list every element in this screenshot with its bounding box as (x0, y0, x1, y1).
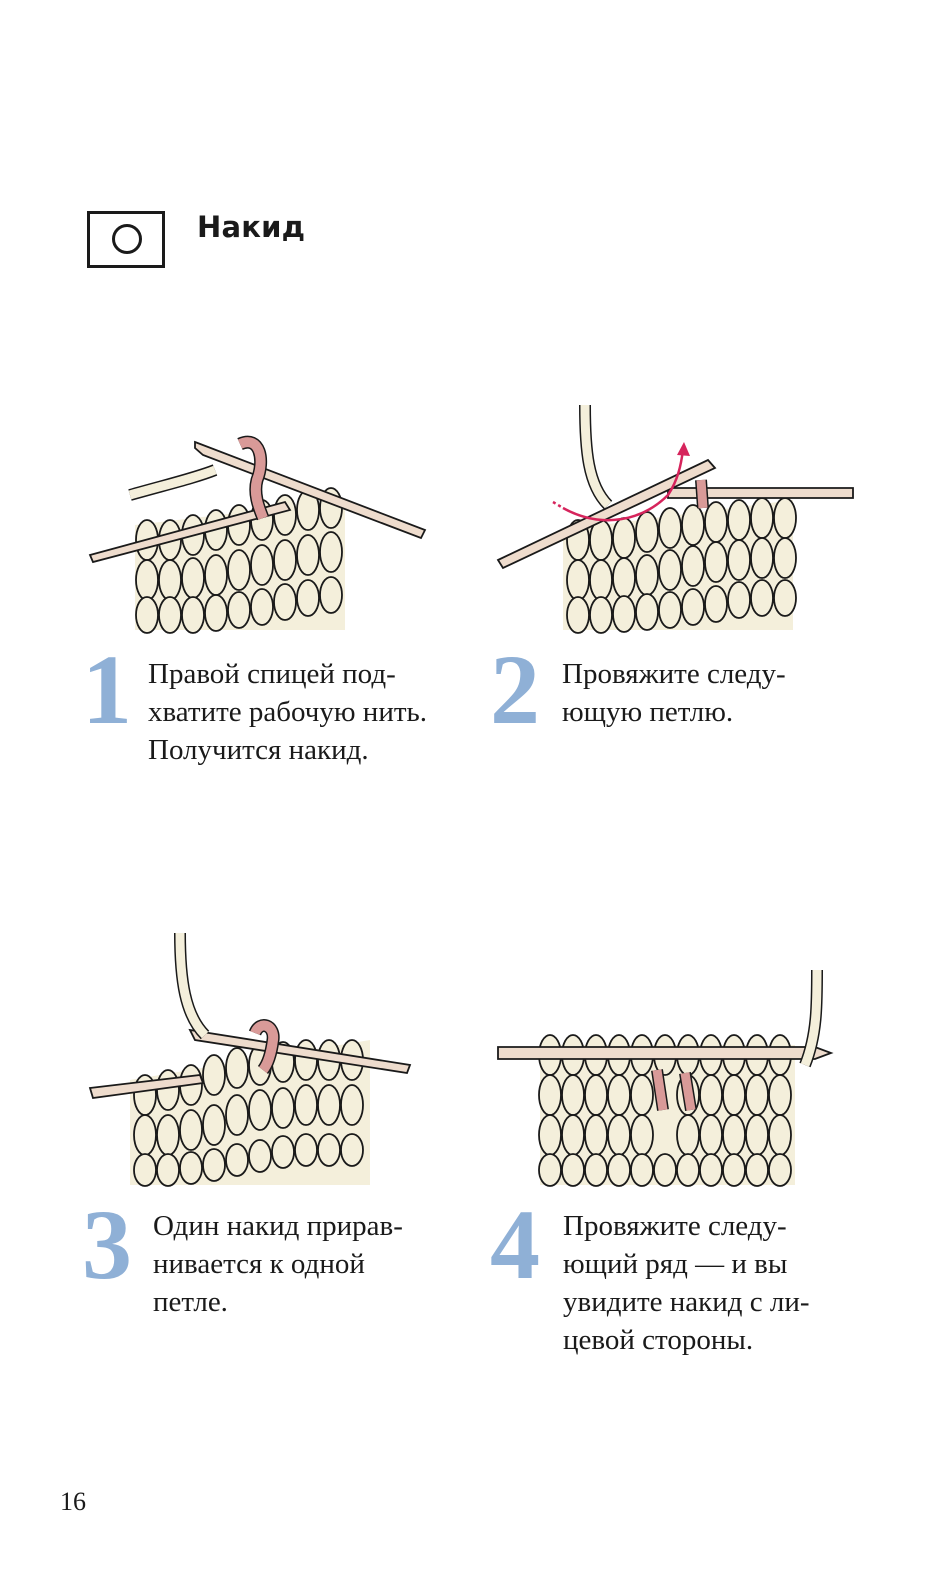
step-text-line: Провяжите следу- (563, 1210, 787, 1242)
step-2-illustration (496, 404, 854, 634)
step-text-line: увидите накид с ли- (563, 1286, 810, 1318)
yarn-over-symbol-icon (87, 211, 165, 268)
step-3-illustration (88, 932, 412, 1187)
page-number: 16 (60, 1487, 86, 1516)
step-4-text: Провяжите следу- ющий ряд — и вы увидите… (563, 1207, 810, 1359)
section-title: Накид (197, 210, 306, 244)
circle-icon (112, 224, 142, 254)
step-text-line: ющий ряд — и вы (563, 1248, 788, 1280)
step-number: 2 (490, 634, 540, 745)
step-1-text: Правой спицей под- хватите рабочую нить.… (148, 655, 427, 769)
step-text-line: Провяжите следу- (562, 658, 786, 690)
step-text-line: цевой стороны. (563, 1324, 754, 1356)
step-3-text: Один накид прирав- нивается к одной петл… (153, 1207, 403, 1321)
step-text-line: Правой спицей под- (148, 658, 396, 690)
step-text-line: ющую петлю. (562, 696, 734, 728)
knit-fabric (135, 487, 345, 634)
step-text-line: Получится накид. (148, 734, 369, 766)
step-1-illustration (88, 435, 427, 634)
step-2-text: Провяжите следу- ющую петлю. (562, 655, 786, 731)
step-text-line: петле. (153, 1286, 228, 1318)
step-text-line: хватите рабочую нить. (148, 696, 427, 728)
step-text-line: нивается к одной (153, 1248, 365, 1280)
step-number: 4 (490, 1189, 540, 1300)
step-4-illustration (497, 969, 834, 1187)
step-number: 1 (82, 634, 132, 745)
step-text-line: Один накид прирав- (153, 1210, 403, 1242)
step-number: 3 (82, 1189, 132, 1300)
